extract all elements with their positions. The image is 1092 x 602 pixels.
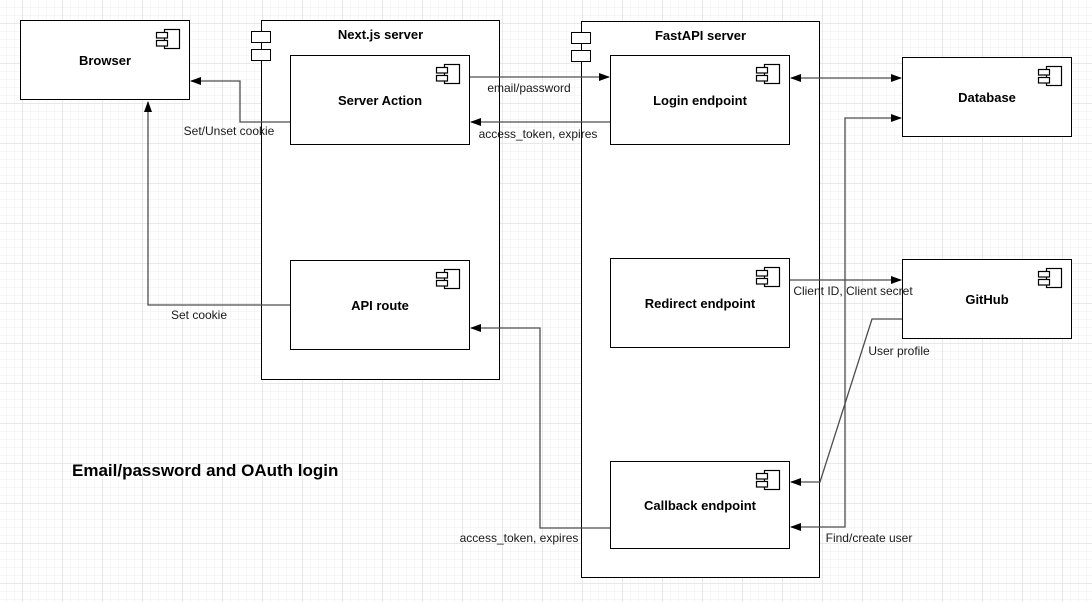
- uml-component-icon: [755, 63, 781, 85]
- uml-component-icon: [435, 268, 461, 290]
- edge-label-set-unset-cookie: Set/Unset cookie: [183, 124, 275, 138]
- uml-component-icon: [435, 63, 461, 85]
- uml-component-icon: [755, 266, 781, 288]
- node-github[interactable]: GitHub: [902, 259, 1072, 339]
- node-label-github: GitHub: [965, 291, 1009, 307]
- node-label-server-action: Server Action: [337, 92, 423, 108]
- node-label-browser: Browser: [78, 52, 132, 68]
- node-database[interactable]: Database: [902, 57, 1072, 137]
- node-redirect-endpoint[interactable]: Redirect endpoint: [610, 258, 790, 348]
- edge-label-find-create-user: Find/create user: [825, 531, 913, 545]
- container-title-fastapi: FastAPI server: [654, 28, 747, 43]
- uml-component-tab: [571, 32, 591, 44]
- uml-component-tab: [251, 49, 271, 61]
- node-browser[interactable]: Browser: [20, 20, 190, 100]
- node-api-route[interactable]: API route: [290, 260, 470, 350]
- uml-component-tab: [251, 31, 271, 43]
- container-title-nextjs: Next.js server: [337, 27, 424, 42]
- uml-component-icon: [1037, 65, 1063, 87]
- edge-label-email-password: email/password: [487, 81, 571, 95]
- uml-component-tab: [571, 50, 591, 62]
- node-label-database: Database: [958, 89, 1016, 105]
- edge-label-access-token-top: access_token, expires: [478, 127, 598, 141]
- edge-label-client-id-secret: Client ID, Client secret: [793, 284, 913, 298]
- node-label-login-endpoint: Login endpoint: [653, 92, 747, 108]
- node-server-action[interactable]: Server Action: [290, 55, 470, 145]
- uml-component-icon: [755, 469, 781, 491]
- edge-label-set-cookie: Set cookie: [170, 308, 228, 322]
- node-callback-endpoint[interactable]: Callback endpoint: [610, 461, 790, 549]
- node-label-callback-endpoint: Callback endpoint: [644, 497, 756, 513]
- edge-label-access-token-bottom: access_token, expires: [459, 531, 579, 545]
- node-login-endpoint[interactable]: Login endpoint: [610, 55, 790, 145]
- uml-component-icon: [1037, 267, 1063, 289]
- uml-component-icon: [155, 28, 181, 50]
- node-label-api-route: API route: [351, 297, 409, 313]
- edge-label-user-profile: User profile: [868, 344, 930, 358]
- node-label-redirect-endpoint: Redirect endpoint: [644, 295, 756, 311]
- diagram-title: Email/password and OAuth login: [72, 461, 339, 480]
